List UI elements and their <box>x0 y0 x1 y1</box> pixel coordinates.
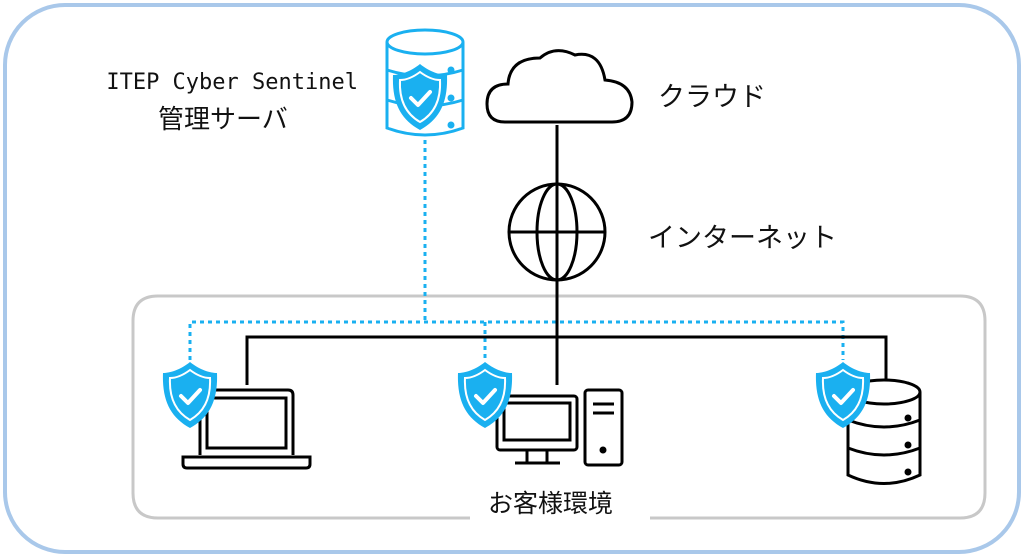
customer-env-box <box>131 294 987 520</box>
server-role-label: 管理サーバ <box>158 105 288 135</box>
database-icon <box>846 378 922 485</box>
shield-check-icon <box>160 360 220 430</box>
internet-label: インターネット <box>648 223 837 254</box>
customer-env-label: お客様環境 <box>488 489 614 518</box>
server-name-label: ITEP Cyber Sentinel <box>106 70 358 95</box>
globe-icon <box>507 182 607 282</box>
management-link <box>188 140 845 360</box>
outer-frame <box>3 3 1021 554</box>
cloud-icon <box>485 49 634 124</box>
server-shield-icon <box>385 28 465 137</box>
desktop-icon <box>495 388 624 467</box>
network-line <box>245 125 888 385</box>
cloud-label: クラウド <box>658 82 766 113</box>
